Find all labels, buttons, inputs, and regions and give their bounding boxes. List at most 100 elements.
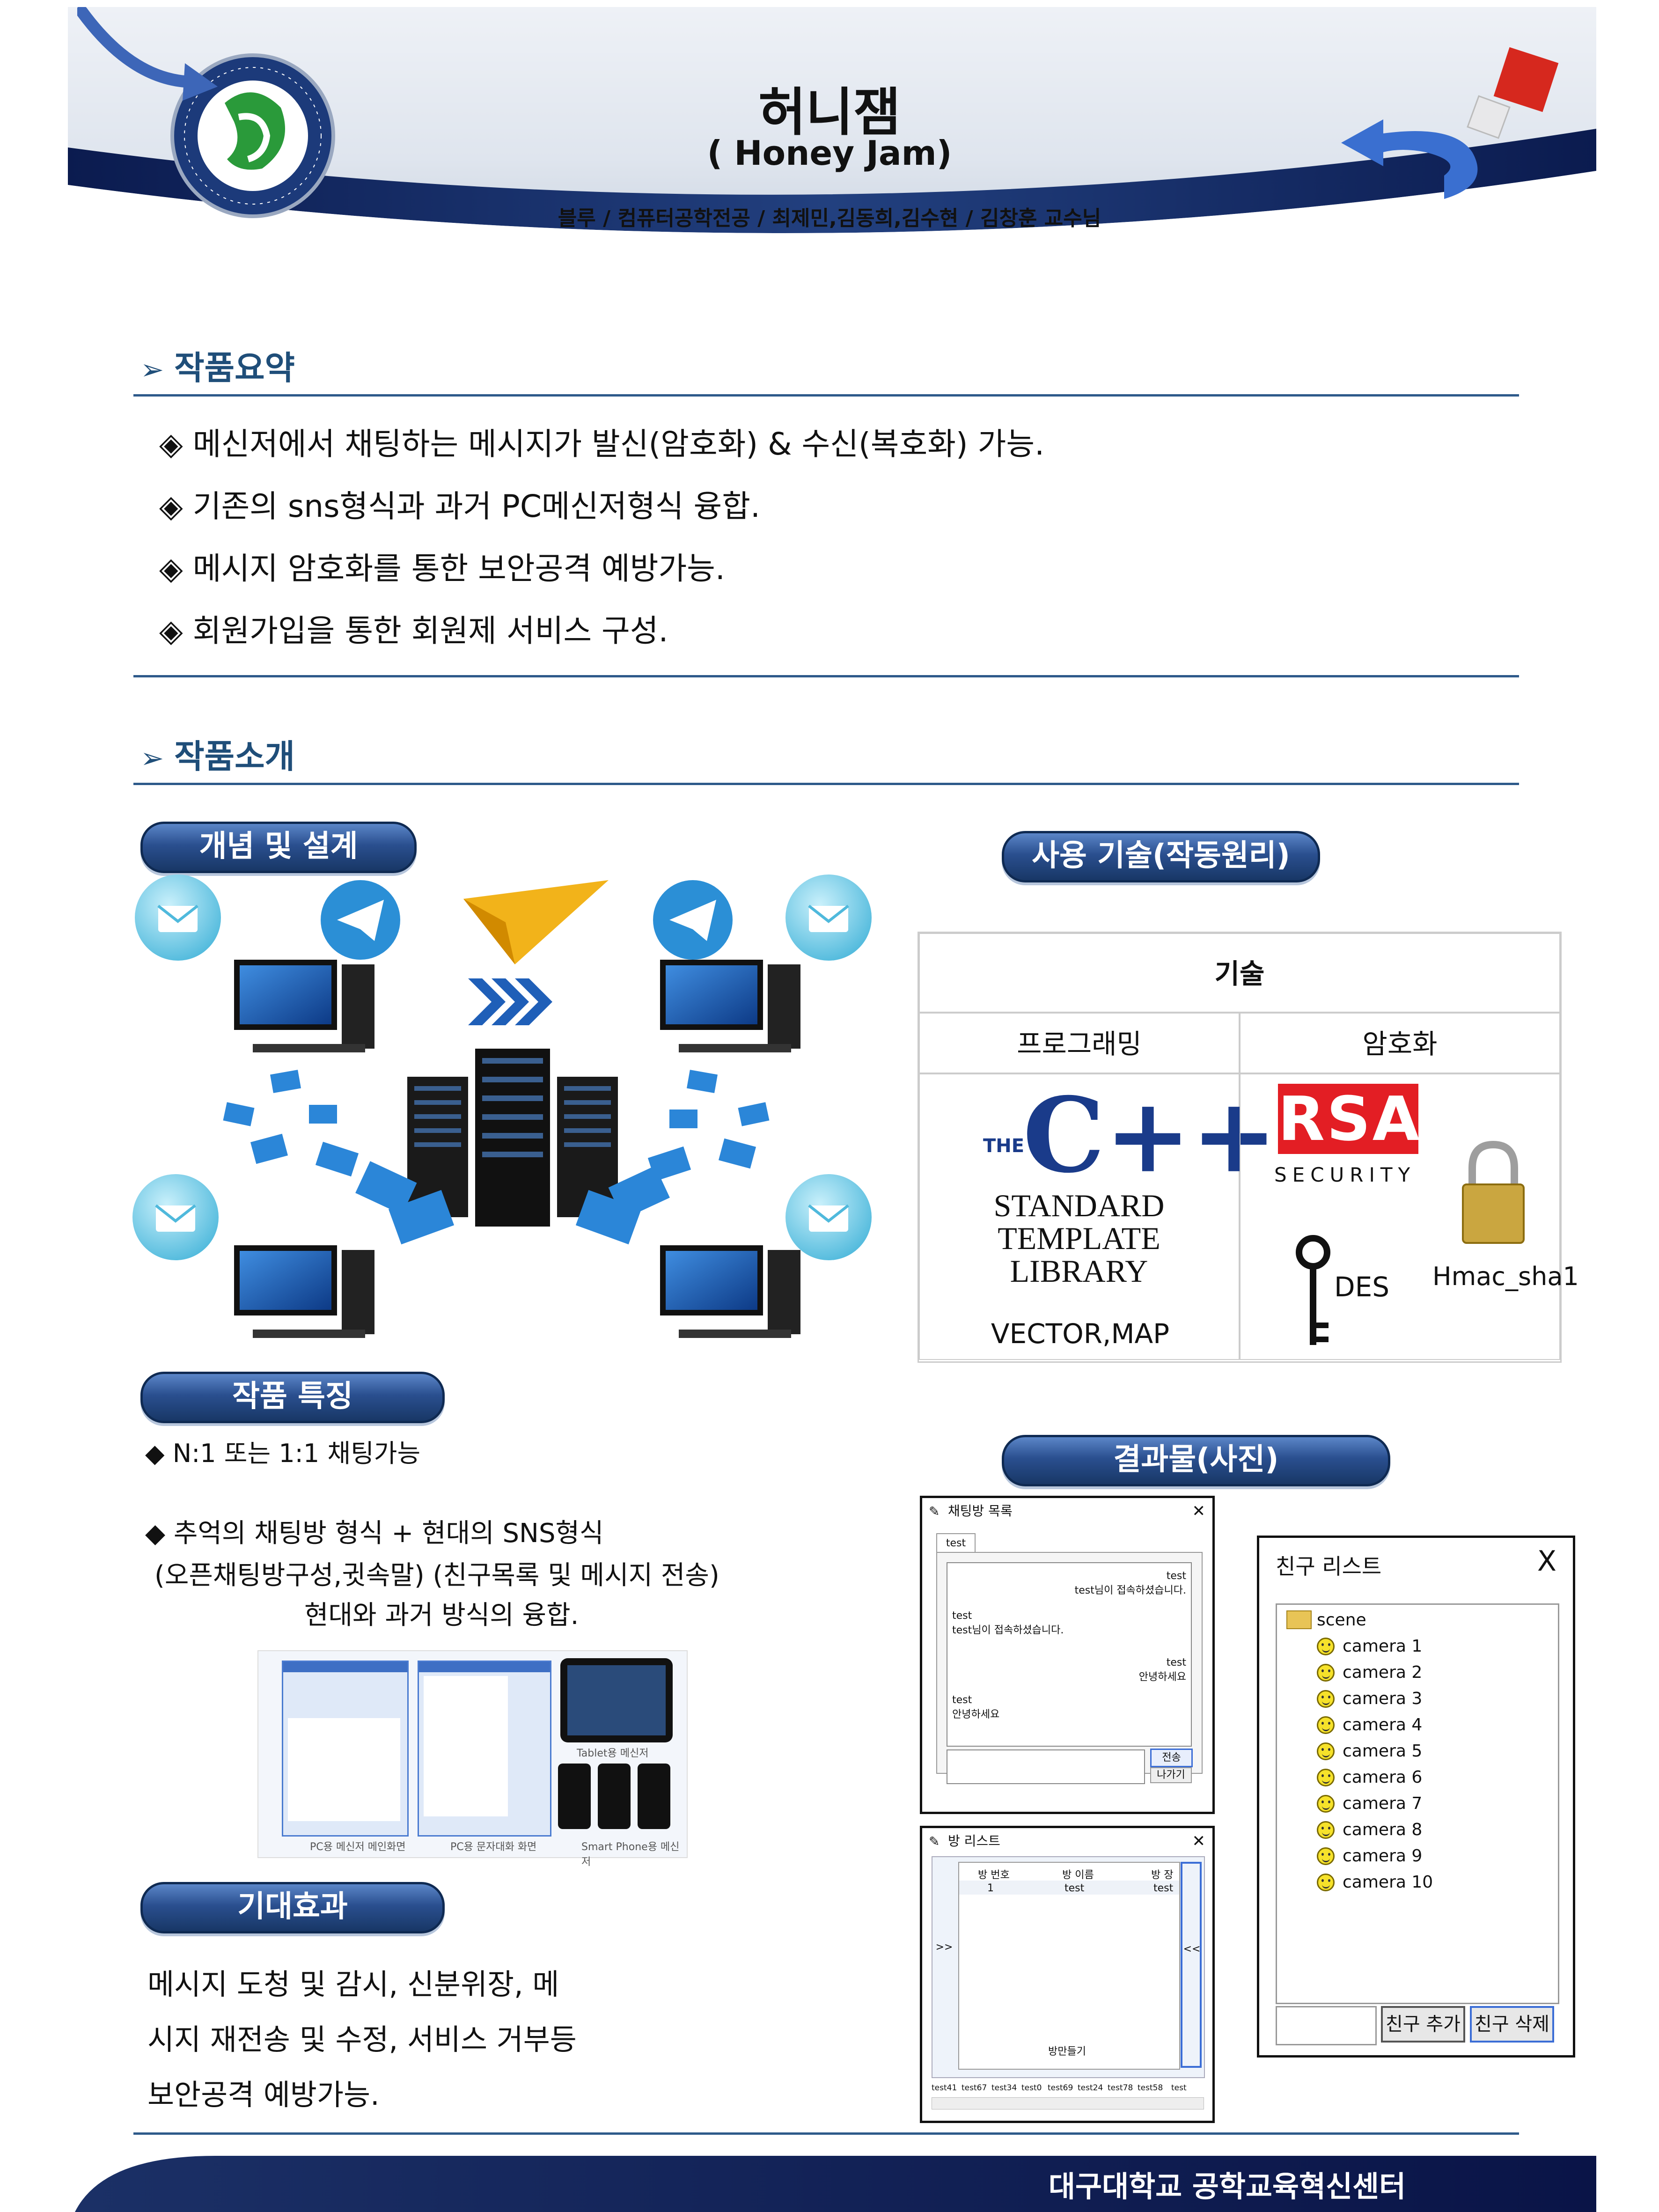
divider — [133, 675, 1519, 677]
footer-text: 대구대학교 공학교육혁신센터 — [1049, 2169, 1406, 2204]
user-item[interactable]: test78 — [1108, 2083, 1133, 2093]
smiley-icon — [1317, 1664, 1335, 1682]
room-list-window: 방 리스트 ✎ ✕ >> 방 번호 방 이름 방 장 1 test test 방… — [920, 1826, 1215, 2123]
add-friend-button[interactable]: 친구 추가 — [1381, 2006, 1465, 2043]
intro-heading: ➢작품소개 — [140, 730, 295, 778]
user-item[interactable]: test67 — [962, 2083, 987, 2093]
room-col-number: 방 번호 — [978, 1869, 1010, 1881]
tech-col-encryption: 암호화 — [1240, 1013, 1560, 1073]
concept-diagram — [132, 875, 872, 1338]
chat-window-title: 채팅방 목록 — [948, 1503, 1013, 1519]
effects-pill: 기대효과 — [140, 1882, 445, 1933]
user-item[interactable]: test0 — [1021, 2083, 1042, 2093]
pc-main-screenshot — [282, 1661, 409, 1837]
table-row[interactable]: 1 test test — [959, 1881, 1179, 1895]
telegram-icon — [321, 880, 400, 960]
user-item[interactable]: test34 — [991, 2083, 1017, 2093]
move-left-button[interactable]: << — [1183, 1943, 1201, 1955]
stl-line-2: TEMPLATE — [998, 1220, 1160, 1256]
room-table: 방 번호 방 이름 방 장 1 test test 방만들기 — [958, 1862, 1180, 2070]
delete-friend-button[interactable]: 친구 삭제 — [1470, 2006, 1554, 2043]
user-item[interactable]: test — [1171, 2083, 1187, 2093]
effects-text: 메시지 도청 및 감시, 신분위장, 메 시지 재전송 및 수정, 서비스 거부… — [147, 1957, 577, 2123]
friend-list-window: 친구 리스트 X scene camera 1 camera 2 camera … — [1257, 1536, 1575, 2058]
smiley-icon — [1317, 1716, 1335, 1734]
close-icon[interactable]: X — [1537, 1545, 1556, 1578]
rsa-security-text: SECURITY — [1274, 1163, 1416, 1186]
stl-line-1: STANDARD — [993, 1188, 1165, 1223]
divider — [133, 394, 1519, 397]
room-col-owner: 방 장 — [1151, 1869, 1174, 1881]
send-button[interactable]: 전송 — [1150, 1749, 1193, 1767]
chat-input[interactable] — [947, 1749, 1145, 1784]
make-room-button[interactable]: 방만들기 — [1048, 2046, 1086, 2058]
friend-item[interactable]: camera 2 — [1343, 1663, 1423, 1682]
exit-button[interactable]: 나가기 — [1150, 1767, 1192, 1783]
smiley-icon — [1317, 1638, 1335, 1655]
horizontal-scrollbar[interactable] — [932, 2097, 1204, 2109]
user-item[interactable]: test58 — [1138, 2083, 1163, 2093]
room-col-name: 방 이름 — [1062, 1869, 1094, 1881]
poster-subtitle: ( Honey Jam) — [707, 133, 952, 173]
smiley-icon — [1317, 1690, 1335, 1708]
friend-item[interactable]: camera 4 — [1343, 1715, 1423, 1734]
phone-screenshot — [638, 1764, 670, 1829]
tech-table: 기술 프로그래밍 암호화 THE C++ STANDARD TEMPLATE L… — [918, 932, 1579, 1363]
des-label: DES — [1334, 1271, 1390, 1303]
feature-item-2-line-1: ◆ 추억의 채팅방 형식 + 현대의 SNS형식 — [145, 1518, 604, 1549]
smiley-icon — [1317, 1847, 1335, 1865]
mail-bubble-icon — [135, 875, 221, 961]
close-icon[interactable]: ✕ — [1192, 1832, 1206, 1851]
folder-label[interactable]: scene — [1317, 1610, 1366, 1630]
room-panel: >> 방 번호 방 이름 방 장 1 test test 방만들기 << — [932, 1856, 1205, 2078]
feature-item-1: ◆ N:1 또는 1:1 채팅가능 — [145, 1439, 421, 1468]
friend-item[interactable]: camera 5 — [1343, 1742, 1423, 1761]
room-row-name: test — [1064, 1882, 1085, 1894]
header-banner — [68, 7, 1596, 260]
room-row-number: 1 — [987, 1882, 994, 1894]
summary-bullet-2: ◈ 기존의 sns형식과 과거 PC메신저형식 융합. — [159, 488, 760, 524]
friend-name-input[interactable] — [1276, 2006, 1377, 2045]
friend-tree: scene camera 1 camera 2 camera 3 camera … — [1276, 1603, 1559, 2004]
effects-line-2: 시지 재전송 및 수정, 서비스 거부등 — [147, 2022, 577, 2057]
close-icon[interactable]: ✕ — [1192, 1502, 1206, 1521]
move-right-button[interactable]: >> — [935, 1941, 953, 1953]
user-item[interactable]: test69 — [1048, 2083, 1073, 2093]
divider — [133, 2132, 1519, 2135]
computer-icon — [234, 960, 374, 1052]
decorative-swoosh-arrow — [77, 7, 218, 101]
padlock-icon — [1462, 1140, 1525, 1244]
phone-screenshot — [598, 1764, 631, 1829]
screenshot-caption-3: Smart Phone용 메신저 — [581, 1841, 680, 1868]
user-item[interactable]: test24 — [1078, 2083, 1103, 2093]
friend-item[interactable]: camera 1 — [1343, 1637, 1423, 1656]
stl-c-logo: C++ — [1023, 1074, 1277, 1196]
envelope-icon — [223, 1070, 770, 1245]
friend-window-title: 친구 리스트 — [1276, 1554, 1382, 1579]
summary-bullet-1: ◈ 메신저에서 채팅하는 메시지가 발신(암호화) & 수신(복호화) 가능. — [159, 426, 1045, 462]
team-credits: 블루 / 컴퓨터공학전공 / 최제민,김동희,김수현 / 김창훈 교수님 — [558, 206, 1101, 230]
arrow-right-icon: ➢ — [140, 353, 164, 386]
user-item[interactable]: test41 — [932, 2083, 957, 2093]
room-side-panel: << — [1181, 1862, 1202, 2068]
paper-plane-icon — [463, 880, 609, 964]
computer-icon — [660, 960, 800, 1052]
feature-item-2-line-2: (오픈채팅방구성,귓속말) (친구목록 및 메시지 전송) — [154, 1560, 719, 1591]
friend-item[interactable]: camera 7 — [1343, 1794, 1423, 1813]
university-emblem — [170, 53, 335, 218]
friend-item[interactable]: camera 8 — [1343, 1820, 1423, 1839]
tab-test[interactable]: test — [936, 1533, 976, 1553]
friend-item[interactable]: camera 3 — [1343, 1689, 1423, 1708]
hmac-label: Hmac_sha1 — [1432, 1262, 1579, 1291]
friend-item[interactable]: camera 9 — [1343, 1846, 1423, 1866]
tablet-caption: Tablet용 메신저 — [577, 1748, 649, 1759]
mail-bubble-icon — [785, 1174, 872, 1260]
friend-item[interactable]: camera 10 — [1343, 1873, 1433, 1892]
mail-bubble-icon — [132, 1174, 219, 1260]
friend-item[interactable]: camera 6 — [1343, 1768, 1423, 1787]
